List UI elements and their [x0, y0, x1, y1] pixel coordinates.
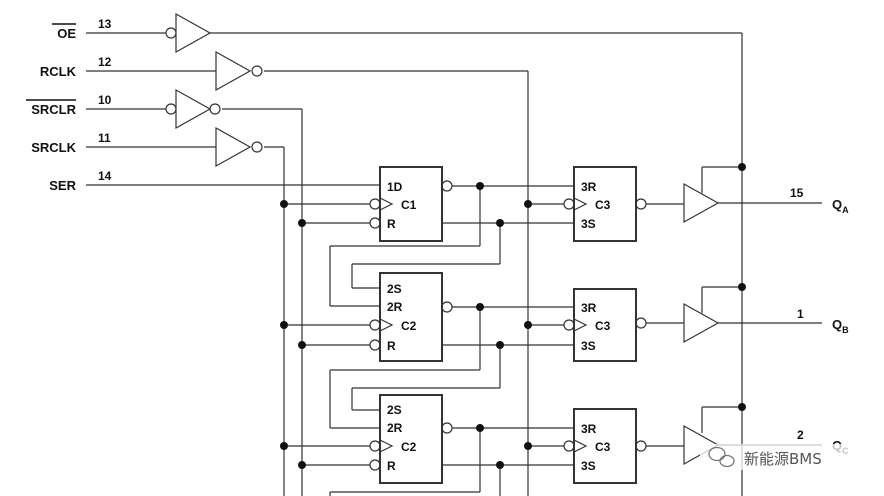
input-label-rclk: RCLK	[40, 64, 77, 79]
ff3-c-label: C2	[401, 440, 417, 454]
rclk-buffer	[215, 50, 252, 92]
input-pin-ser: 14	[98, 169, 112, 183]
sff3-s-label: 3S	[581, 459, 596, 473]
wechat-icon	[708, 446, 735, 468]
ff2-s-label: 2S	[387, 282, 402, 296]
output-label-qa: QA	[832, 197, 849, 215]
output-pin-qb: 1	[797, 307, 804, 321]
ff1-r-label: R	[387, 217, 396, 231]
shift-ff-3	[379, 394, 443, 484]
input-label-srclr: SRCLR	[31, 102, 76, 117]
sff3-r-label: 3R	[581, 422, 597, 436]
sff1-c-label: C3	[595, 198, 611, 212]
output-pin-qc: 2	[797, 428, 804, 442]
sff2-r-label: 3R	[581, 301, 597, 315]
input-label-ser: SER	[49, 178, 76, 193]
ff3-r-label: R	[387, 459, 396, 473]
ff2-d-label: 2R	[387, 300, 403, 314]
oe-buffer	[175, 12, 212, 54]
input-pin-srclr: 10	[98, 93, 112, 107]
sff2-c-label: C3	[595, 319, 611, 333]
input-pin-srclk: 11	[98, 131, 111, 145]
shift-ff-2	[379, 272, 443, 362]
ff2-c-label: C2	[401, 319, 417, 333]
input-pin-oe: 13	[98, 17, 112, 31]
watermark: 新能源BMS	[744, 450, 822, 468]
ff2-r-label: R	[387, 339, 396, 353]
ff1-d-label: 1D	[387, 180, 403, 194]
input-label-oe: OE	[57, 26, 76, 41]
output-label-qb: QB	[832, 317, 849, 335]
output-buffer-qb	[683, 302, 720, 344]
srclk-buffer	[215, 126, 252, 168]
sff3-c-label: C3	[595, 440, 611, 454]
srclr-buffer	[175, 88, 212, 130]
ff3-s-label: 2S	[387, 403, 402, 417]
ff3-d-label: 2R	[387, 421, 403, 435]
sff1-r-label: 3R	[581, 180, 597, 194]
ff1-c-label: C1	[401, 198, 417, 212]
output-pin-qa: 15	[790, 186, 804, 200]
output-buffer-qa	[683, 182, 720, 224]
input-pin-rclk: 12	[98, 55, 112, 69]
sff1-s-label: 3S	[581, 217, 596, 231]
sff2-s-label: 3S	[581, 339, 596, 353]
input-label-srclk: SRCLK	[31, 140, 76, 155]
